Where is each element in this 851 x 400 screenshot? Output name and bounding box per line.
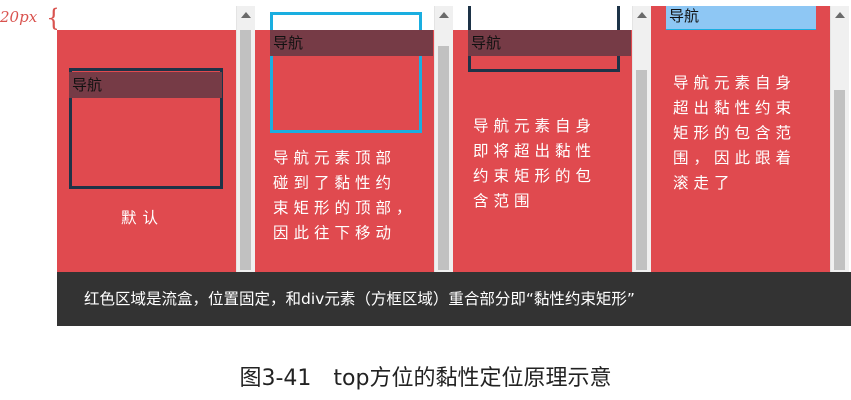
caption-bar: 红色区域是流盒，位置固定，和div元素（方框区域）重合部分即“黏性约束矩形” xyxy=(57,272,851,326)
scroll-up-arrow-icon[interactable] xyxy=(241,12,251,18)
nav-element: 导航 xyxy=(666,6,816,29)
scrollbar[interactable] xyxy=(434,6,453,272)
flow-box xyxy=(255,30,435,272)
scrollbar-thumb[interactable] xyxy=(438,46,449,270)
panel-note: 导航元素顶部 碰到了黏性约 束矩形的顶部， 因此往下移动 xyxy=(273,149,417,242)
sticky-container-box xyxy=(69,68,223,189)
scrollbar-thumb[interactable] xyxy=(240,30,251,270)
offset-label: 20px xyxy=(0,8,38,26)
scroll-panel-3: 导航 导航元素自身 即将超出黏性 约束矩形的包 含范围 xyxy=(453,6,651,272)
scroll-up-arrow-icon[interactable] xyxy=(835,12,845,18)
scrollbar-thumb[interactable] xyxy=(636,70,647,270)
panel-note: 导航元素自身 超出黏性约束 矩形的包含范 围，因此跟着 滚走了 xyxy=(673,74,797,192)
scroll-panel-1: 导航 默认 xyxy=(57,6,255,272)
sticky-container-box xyxy=(270,12,422,133)
scrollbar[interactable] xyxy=(632,6,651,272)
nav-element: 导航 xyxy=(69,72,222,98)
nav-element: 导航 xyxy=(270,30,433,56)
nav-element: 导航 xyxy=(468,30,631,56)
scroll-panel-2: 导航 导航元素顶部 碰到了黏性约 束矩形的顶部， 因此往下移动 xyxy=(255,6,453,272)
flow-box xyxy=(651,6,831,272)
scrollbar[interactable] xyxy=(236,6,255,272)
scroll-panel-4: 导航 导航元素自身 超出黏性约束 矩形的包含范 围，因此跟着 滚走了 xyxy=(651,6,849,272)
figure-title: 图3-41 top方位的黏性定位原理示意 xyxy=(239,366,612,391)
panel-note: 默认 xyxy=(121,209,165,227)
scroll-up-arrow-icon[interactable] xyxy=(637,12,647,18)
scrollbar-thumb[interactable] xyxy=(834,90,845,270)
panel-note: 导航元素自身 即将超出黏性 约束矩形的包 含范围 xyxy=(473,117,597,210)
scrollbar[interactable] xyxy=(830,6,849,272)
scroll-up-arrow-icon[interactable] xyxy=(439,12,449,18)
